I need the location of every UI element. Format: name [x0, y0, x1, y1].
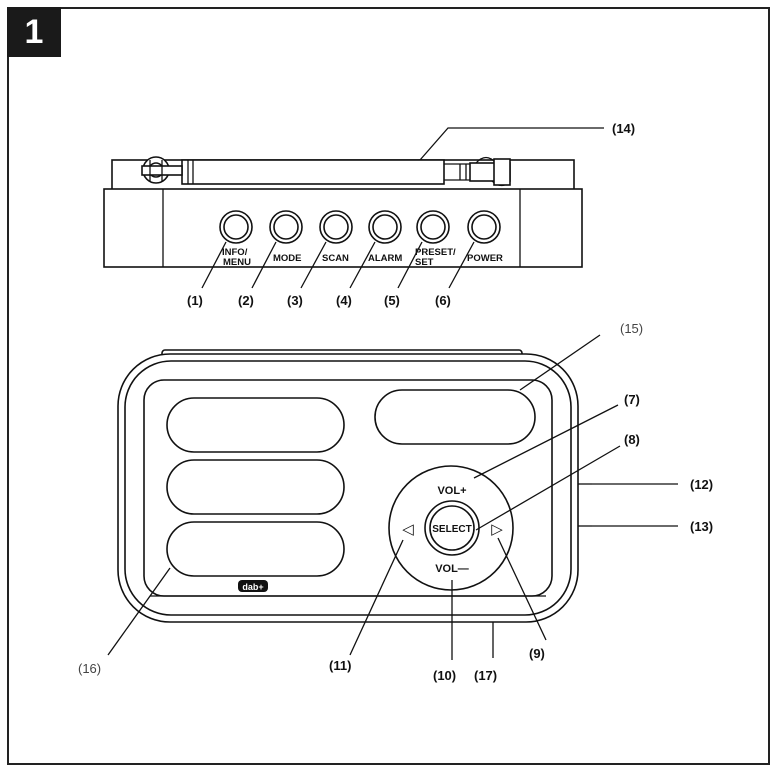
- callout-9: (9): [529, 646, 545, 661]
- preset-set-button[interactable]: [416, 210, 450, 244]
- front-leader-lines: [107, 334, 678, 660]
- antenna-segments: [187, 160, 470, 184]
- callout-5: (5): [384, 293, 400, 308]
- callout-12: (12): [690, 477, 713, 492]
- set-label: SET: [415, 257, 434, 268]
- mode-button[interactable]: [269, 210, 303, 244]
- menu-label: MENU: [223, 257, 251, 268]
- preset-label: PRESET/: [415, 247, 456, 258]
- vol-down-label[interactable]: VOL—: [435, 563, 469, 575]
- callout-17: (17): [474, 668, 497, 683]
- scan-label: SCAN: [322, 253, 349, 264]
- alarm-label: ALARM: [368, 253, 402, 264]
- alarm-button[interactable]: [368, 210, 402, 244]
- antenna-rod: [181, 159, 445, 185]
- speaker-slot-2: [166, 459, 345, 515]
- callout-6: (6): [435, 293, 451, 308]
- callout-13: (13): [690, 519, 713, 534]
- mode-label: MODE: [273, 253, 302, 264]
- callout-2: (2): [238, 293, 254, 308]
- callout-11: (11): [329, 658, 351, 673]
- figure-frame: [7, 7, 770, 765]
- dab-plus-logo: dab+: [238, 580, 268, 592]
- svg-text:dab+: dab+: [242, 582, 263, 592]
- speaker-slot-1: [166, 397, 345, 453]
- vol-up-label[interactable]: VOL+: [437, 485, 466, 497]
- callout-14: (14): [612, 121, 635, 136]
- info-menu-button[interactable]: [219, 210, 253, 244]
- antenna-hinge: [141, 156, 183, 184]
- left-arrow-icon[interactable]: ◁: [402, 521, 414, 538]
- callout-3: (3): [287, 293, 303, 308]
- callout-7: (7): [624, 392, 640, 407]
- select-label: SELECT: [432, 524, 471, 535]
- scan-button[interactable]: [319, 210, 353, 244]
- display-window: [374, 389, 536, 445]
- callout-15: (15): [620, 321, 643, 336]
- figure-number-badge: 1: [7, 7, 61, 57]
- callout-16: (16): [78, 661, 101, 676]
- power-button[interactable]: [467, 210, 501, 244]
- front-view: SELECT VOL+ VOL— ◁ ▷ dab+ (15) (7): [78, 321, 713, 683]
- callout-10: (10): [433, 668, 456, 683]
- top-view: INFO/ MENU MODE SCAN ALARM PRESET/ SET P…: [103, 121, 635, 308]
- top-leader-lines: [201, 127, 604, 289]
- callout-4: (4): [336, 293, 352, 308]
- antenna-tip: [469, 156, 511, 187]
- callout-1: (1): [187, 293, 203, 308]
- info-label: INFO/: [222, 247, 248, 258]
- callout-8: (8): [624, 432, 640, 447]
- speaker-slot-3: [166, 521, 345, 577]
- power-label: POWER: [467, 253, 503, 264]
- right-arrow-icon[interactable]: ▷: [491, 521, 503, 538]
